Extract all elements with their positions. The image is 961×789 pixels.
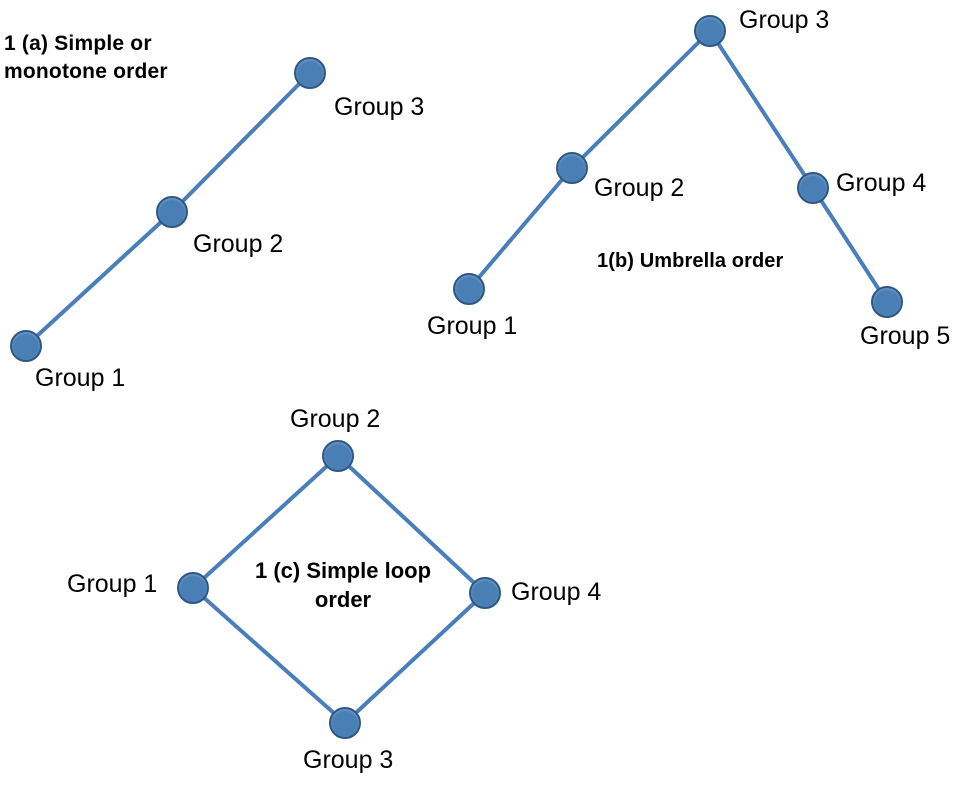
node-label-panel-b-1: Group 1 — [427, 312, 518, 340]
node-panel-b-group-1[interactable] — [453, 273, 485, 305]
node-panel-a-group-1[interactable] — [10, 330, 42, 362]
node-label-panel-a-3: Group 3 — [334, 93, 425, 121]
node-label-panel-c-1: Group 1 — [67, 570, 158, 598]
panel-c-title: 1 (c) Simple loop order — [254, 558, 432, 612]
node-panel-c-group-1[interactable] — [177, 572, 209, 604]
edge-panel-b-1 — [570, 29, 712, 170]
edge-panel-b-2 — [708, 29, 815, 190]
node-panel-a-group-3[interactable] — [294, 57, 326, 89]
edge-panel-a-1 — [170, 71, 312, 214]
node-label-panel-b-3: Group 3 — [739, 6, 830, 34]
node-panel-c-group-4[interactable] — [469, 577, 501, 609]
edge-panel-b-3 — [811, 186, 889, 304]
node-panel-c-group-2[interactable] — [322, 440, 354, 472]
edge-panel-a-0 — [24, 210, 174, 348]
edge-panel-b-0 — [467, 166, 574, 291]
node-label-panel-a-1: Group 1 — [35, 364, 126, 392]
node-label-panel-b-2: Group 2 — [594, 174, 685, 202]
node-label-panel-b-4: Group 4 — [836, 169, 927, 197]
node-panel-b-group-5[interactable] — [871, 286, 903, 318]
node-panel-b-group-2[interactable] — [556, 152, 588, 184]
panel-b-title: 1(b) Umbrella order — [597, 250, 784, 272]
node-label-panel-c-4: Group 4 — [511, 578, 602, 606]
panel-a-title: 1 (a) Simple or monotone order — [4, 32, 168, 83]
node-label-panel-a-2: Group 2 — [193, 230, 284, 258]
node-label-panel-c-3: Group 3 — [303, 746, 394, 774]
node-panel-b-group-3[interactable] — [694, 15, 726, 47]
node-label-panel-b-5: Group 5 — [860, 322, 951, 350]
node-panel-b-group-4[interactable] — [797, 172, 829, 204]
node-panel-a-group-2[interactable] — [156, 196, 188, 228]
node-label-panel-c-2: Group 2 — [290, 405, 381, 433]
node-panel-c-group-3[interactable] — [329, 707, 361, 739]
